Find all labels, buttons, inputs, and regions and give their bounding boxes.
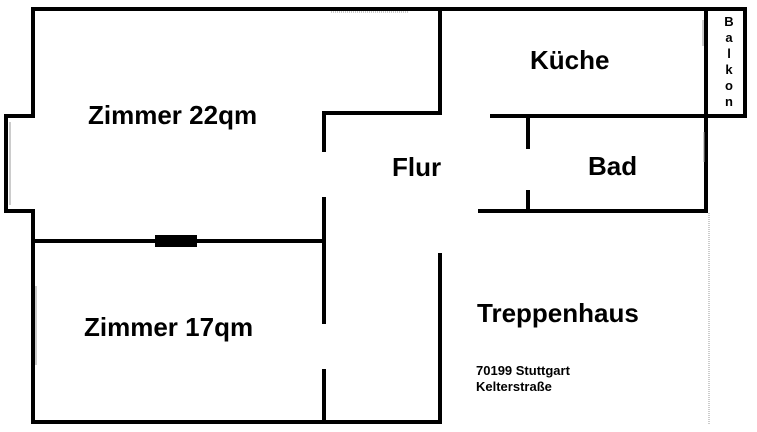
- room-label-zimmer-17: Zimmer 17qm: [84, 312, 254, 342]
- balkon-letter: l: [727, 46, 731, 61]
- balkon-letter: B: [724, 14, 734, 29]
- room-label-treppenhaus: Treppenhaus: [477, 298, 639, 328]
- address-line-1: 70199 Stuttgart: [476, 363, 570, 378]
- wall-zimmer22-right: [322, 111, 442, 152]
- address-line-2: Kelterstraße: [476, 379, 552, 394]
- room-label-bad: Bad: [588, 151, 638, 181]
- wall-bar: [155, 235, 197, 247]
- wall-outer-top-left: [31, 7, 442, 115]
- balkon-letter: n: [725, 94, 733, 109]
- balkon-letter: k: [725, 62, 733, 77]
- room-label-zimmer-22: Zimmer 22qm: [88, 100, 258, 130]
- balkon-letter: a: [725, 30, 733, 45]
- wall-kitchen-top: [438, 7, 747, 118]
- balkon-letter: o: [725, 78, 733, 93]
- room-label-kueche: Küche: [530, 45, 610, 75]
- wall-outer-left-upper: [4, 7, 35, 424]
- room-label-flur: Flur: [392, 152, 442, 182]
